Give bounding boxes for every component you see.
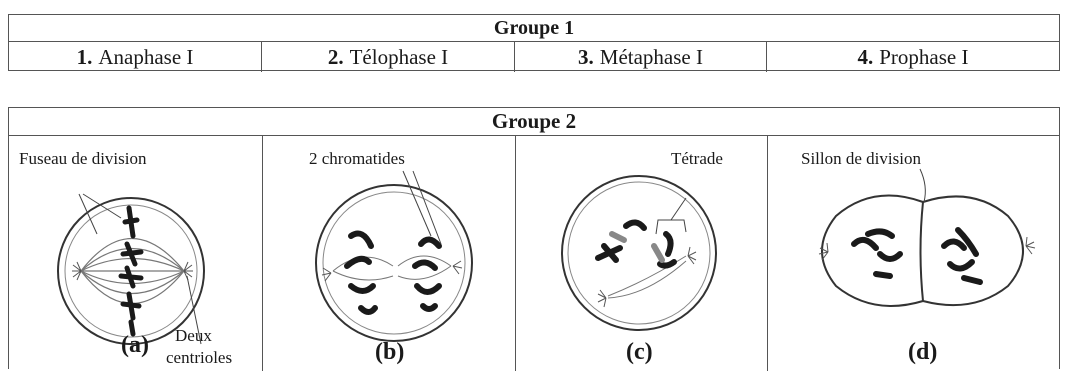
groupe1-row: 1. Anaphase I 2. Télophase I 3. Métaphas…	[9, 42, 1059, 72]
cell-a: Fuseau de division Deux centrioles (a)	[9, 136, 263, 371]
groupe2-row: Fuseau de division Deux centrioles (a)	[9, 136, 1059, 371]
cell-b: 2 chromatides (b)	[263, 136, 516, 371]
label-chromatides: 2 chromatides	[309, 149, 405, 169]
label-tetrade: Tétrade	[671, 149, 723, 169]
item-number: 3.	[578, 45, 594, 70]
item-label: Anaphase I	[98, 45, 193, 70]
letter-d: (d)	[908, 339, 937, 366]
groupe1-item: 1. Anaphase I	[9, 42, 262, 72]
groupe1-item: 3. Métaphase I	[515, 42, 767, 72]
groupe1-item: 4. Prophase I	[767, 42, 1059, 72]
groupe1-item: 2. Télophase I	[262, 42, 515, 72]
groupe1-table: Groupe 1 1. Anaphase I 2. Télophase I 3.…	[8, 14, 1060, 71]
letter-c: (c)	[626, 339, 653, 366]
item-label: Télophase I	[350, 45, 449, 70]
item-number: 1.	[77, 45, 93, 70]
item-number: 4.	[858, 45, 874, 70]
letter-a: (a)	[121, 332, 149, 359]
cell-b-drawing	[263, 136, 516, 371]
cell-c: Tétrade (c)	[516, 136, 768, 371]
label-fuseau: Fuseau de division	[19, 149, 147, 169]
item-number: 2.	[328, 45, 344, 70]
item-label: Prophase I	[879, 45, 968, 70]
groupe2-title: Groupe 2	[9, 108, 1059, 136]
cell-d: Sillon de division (d)	[768, 136, 1059, 371]
cell-c-drawing	[516, 136, 768, 371]
label-deux: Deux	[175, 326, 212, 346]
cell-d-drawing	[768, 136, 1059, 371]
letter-b: (b)	[375, 339, 404, 366]
label-centrioles: centrioles	[166, 348, 232, 368]
groupe2-table: Groupe 2	[8, 107, 1060, 369]
groupe1-title: Groupe 1	[9, 15, 1059, 42]
item-label: Métaphase I	[600, 45, 703, 70]
label-sillon: Sillon de division	[801, 149, 921, 169]
